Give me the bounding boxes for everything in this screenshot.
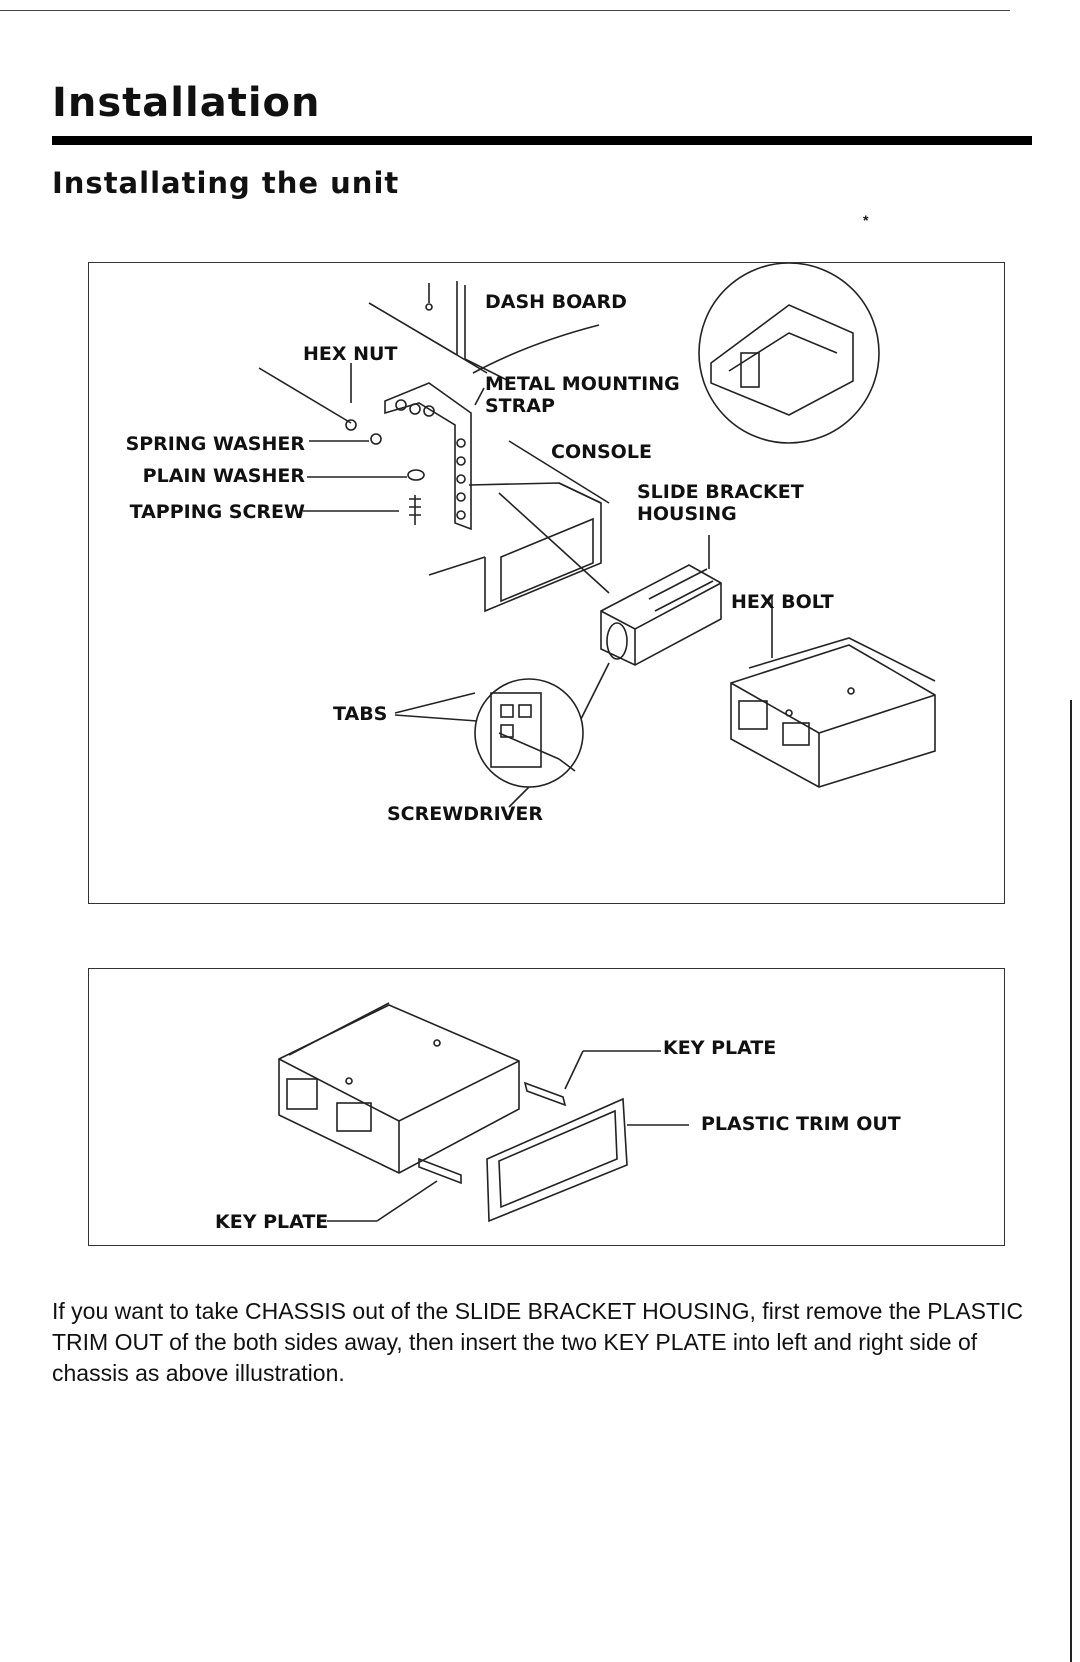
label-spring-washer: SPRING WASHER [125, 433, 305, 455]
title-underline [52, 136, 1032, 145]
page-edge [1070, 700, 1072, 1662]
key-plate-diagram-drawing [278, 1002, 689, 1223]
radio-unit-drawing [730, 595, 936, 788]
section-subtitle: Installating the unit [52, 166, 400, 200]
label-strap: STRAP [485, 395, 555, 417]
console-drawing [428, 440, 610, 613]
label-key-plate-top: KEY PLATE [663, 1037, 777, 1059]
key-plate-diagram: KEY PLATE PLASTIC TRIM OUT KEY PLATE [88, 968, 1005, 1246]
label-slide-bracket: SLIDE BRACKET [637, 481, 804, 503]
label-dash-board: DASH BOARD [485, 291, 627, 313]
label-tapping-screw: TAPPING SCREW [129, 501, 305, 523]
label-hex-bolt: HEX BOLT [731, 591, 834, 613]
label-plastic-trim-out: PLASTIC TRIM OUT [701, 1113, 901, 1135]
instructions-paragraph: If you want to take CHASSIS out of the S… [52, 1298, 1024, 1386]
page-title: Installation [52, 80, 321, 126]
installation-diagram-drawing [258, 263, 936, 808]
top-rule [0, 10, 1010, 11]
slide-bracket-drawing [600, 535, 722, 666]
label-housing: HOUSING [637, 503, 737, 525]
label-screwdriver: SCREWDRIVER [387, 803, 543, 825]
hardware-drawing [258, 363, 425, 525]
trim-frame-drawing [486, 1097, 689, 1223]
installation-diagram: DASH BOARD HEX NUT METAL MOUNTING STRAP … [88, 262, 1005, 904]
detail-circle-drawing [394, 263, 880, 808]
radio-unit-drawing [278, 1002, 520, 1174]
dash-board-drawing [368, 281, 600, 382]
stray-mark: * [863, 212, 869, 228]
mounting-strap-drawing [384, 382, 485, 531]
label-tabs: TABS [333, 703, 388, 725]
label-console: CONSOLE [551, 441, 652, 463]
key-plate-drawing [327, 1050, 661, 1222]
label-hex-nut: HEX NUT [303, 343, 398, 365]
label-key-plate-bottom: KEY PLATE [215, 1211, 329, 1233]
label-plain-washer: PLAIN WASHER [142, 465, 305, 487]
label-metal-mounting: METAL MOUNTING [485, 373, 680, 395]
